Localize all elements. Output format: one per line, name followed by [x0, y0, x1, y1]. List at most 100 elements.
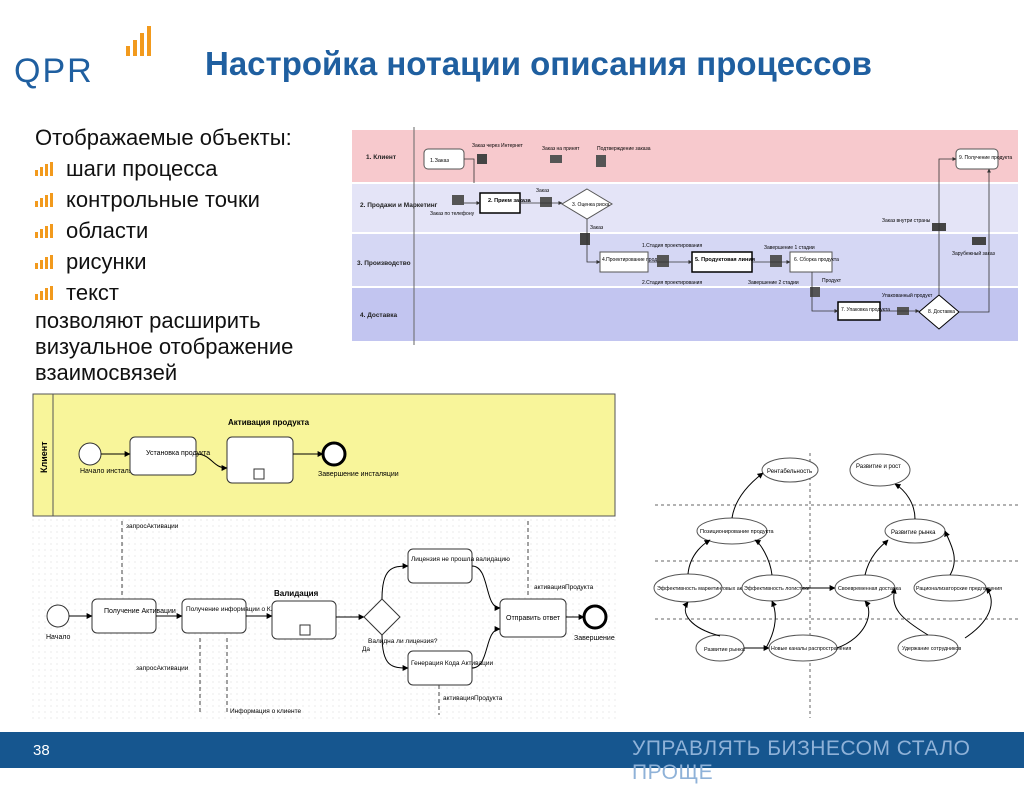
- bars-bullet-icon: [35, 254, 57, 269]
- svg-text:Начало инсталяции QPR: Начало инсталяции QPR: [80, 468, 161, 475]
- lane-sales: [352, 184, 1018, 232]
- svg-text:Генерация Кода Активации: Генерация Кода Активации: [411, 660, 493, 667]
- svg-text:Заказ: Заказ: [590, 225, 604, 231]
- svg-text:1.Заказ: 1.Заказ: [430, 158, 449, 164]
- svg-text:запросАктивации: запросАктивации: [126, 523, 179, 530]
- phone-icon: [452, 195, 464, 205]
- svg-text:1.Стадия проектирования: 1.Стадия проектирования: [642, 243, 702, 249]
- subprocess-validation: [271, 600, 337, 640]
- lane-production: [352, 234, 1018, 286]
- svg-text:Рентабельность: Рентабельность: [767, 469, 812, 475]
- svg-text:Информация о клиенте: Информация о клиенте: [230, 708, 301, 715]
- svg-text:Продукт: Продукт: [822, 278, 842, 284]
- svg-text:2.Стадия проектирования: 2.Стадия проектирования: [642, 280, 702, 286]
- svg-text:Установка продукта: Установка продукта: [146, 450, 210, 457]
- qpr-logo: [14, 22, 164, 92]
- footer-slogan: УПРАВЛЯТЬ БИЗНЕСОМ СТАЛО ПРОЩЕ: [632, 737, 971, 784]
- svg-text:Рационализаторские предложения: Рационализаторские предложения: [916, 586, 1002, 592]
- task-send-reply: [499, 598, 567, 638]
- svg-text:Зарубежный заказ: Зарубежный заказ: [952, 250, 996, 257]
- svg-text:Завершение 1 стадии: Завершение 1 стадии: [764, 245, 815, 251]
- svg-text:активацияПродукта: активацияПродукта: [443, 695, 503, 702]
- list-item: текст: [35, 277, 345, 308]
- svg-text:3. Оценка риска: 3. Оценка риска: [572, 202, 610, 208]
- step-delivery: [918, 294, 960, 330]
- svg-text:Развитие и рост: Развитие и рост: [856, 464, 901, 470]
- svg-text:Начало: Начало: [46, 634, 70, 641]
- svg-text:запросАктивации: запросАктивации: [136, 665, 189, 672]
- task-generate-code: [407, 650, 473, 686]
- start-event-main: [46, 604, 70, 628]
- strategy-node: [761, 457, 819, 483]
- svg-text:Новые каналы распространения: Новые каналы распространения: [771, 646, 851, 652]
- computer-icon: [477, 154, 487, 164]
- svg-text:Упакованный продукт: Упакованный продукт: [882, 292, 933, 299]
- svg-text:Активация продукта: Активация продукта: [228, 418, 310, 427]
- bars-bullet-icon: [35, 223, 57, 238]
- start-event: [78, 442, 102, 466]
- document-icon: [580, 233, 590, 245]
- lane-label: 4. Доставка: [360, 312, 397, 319]
- list-item: рисунки: [35, 246, 345, 277]
- lane-label: 1. Клиент: [366, 154, 396, 161]
- svg-text:Заказ внутри страны: Заказ внутри страны: [882, 218, 931, 224]
- list-item: шаги процесса: [35, 153, 345, 184]
- svg-text:Своевременная доставка: Своевременная доставка: [838, 586, 901, 592]
- bars-bullet-icon: [35, 161, 57, 176]
- bars-bullet-icon: [35, 192, 57, 207]
- svg-text:Заказ: Заказ: [536, 188, 550, 194]
- task-receive-activation: [91, 598, 157, 634]
- svg-text:2. Прием заказа: 2. Прием заказа: [488, 198, 532, 204]
- svg-text:Отправить ответ: Отправить ответ: [506, 615, 561, 622]
- svg-text:5. Продуктовая линия: 5. Продуктовая линия: [695, 257, 755, 263]
- svg-text:Заказ по телефону: Заказ по телефону: [430, 211, 475, 217]
- svg-text:Эффективность маркетинговых ак: Эффективность маркетинговых акций: [657, 585, 751, 592]
- bars-bullet-icon: [35, 285, 57, 300]
- tools-icon: [657, 255, 669, 267]
- slide-title: Настройка нотации описания процессов: [205, 45, 872, 82]
- svg-text:8. Доставка: 8. Доставка: [928, 309, 955, 315]
- document-icon: [596, 155, 606, 167]
- bpmn-diagram: Клиент Начало инсталяции QPR Установка п…: [32, 393, 616, 723]
- objects-heading: Отображаемые объекты:: [35, 125, 292, 150]
- svg-text:Эффективность логистики: Эффективность логистики: [744, 586, 810, 592]
- logo-text: QPR: [14, 52, 94, 90]
- svg-text:Позиционирование продукта: Позиционирование продукта: [700, 529, 775, 535]
- svg-text:4.Проектирование продукта: 4.Проектирование продукта: [602, 257, 667, 263]
- list-item: области: [35, 215, 345, 246]
- list-item: контрольные точки: [35, 184, 345, 215]
- svg-text:Удержание сотрудников: Удержание сотрудников: [902, 646, 961, 652]
- lane-label: 3. Производство: [357, 260, 411, 267]
- svg-text:7. Упаковка продукта: 7. Упаковка продукта: [841, 307, 890, 313]
- svg-text:Завершение инсталяции: Завершение инсталяции: [318, 471, 399, 478]
- svg-text:Подтверждение заказа: Подтверждение заказа: [597, 146, 651, 152]
- svg-text:активацияПродукта: активацияПродукта: [534, 584, 594, 591]
- task-get-client-info: [181, 598, 247, 634]
- task-license-failed: [407, 548, 473, 584]
- end-event-main: [582, 604, 608, 630]
- strategy-node: [849, 453, 911, 487]
- svg-text:Развитие рынка: Развитие рынка: [891, 530, 936, 536]
- svg-text:Завершение: Завершение: [574, 635, 615, 642]
- svg-text:Заказ через Интернет: Заказ через Интернет: [472, 143, 524, 149]
- svg-text:Валидация: Валидация: [274, 589, 319, 598]
- plane-icon: [972, 237, 986, 245]
- objects-conclusion: позволяют расширить визуальное отображен…: [35, 308, 294, 385]
- objects-list: шаги процесса контрольные точки области …: [35, 153, 345, 308]
- pool-label: Клиент: [39, 441, 49, 473]
- svg-text:Получение Активации: Получение Активации: [104, 608, 176, 615]
- strategy-map: Рентабельность Развитие и рост Позициони…: [653, 453, 1020, 718]
- subprocess-activation: [226, 436, 294, 484]
- svg-text:Заказ на принят: Заказ на принят: [542, 146, 580, 152]
- svg-text:9. Получение продукта: 9. Получение продукта: [959, 155, 1012, 161]
- lane-label: 2. Продажи и Маркетинг: [360, 202, 438, 209]
- svg-text:Развитие рынка: Развитие рынка: [704, 647, 746, 653]
- svg-text:Завершение 2 стадии: Завершение 2 стадии: [748, 280, 799, 286]
- envelope-icon: [550, 155, 562, 163]
- objects-text-block: Отображаемые объекты: шаги процесса конт…: [35, 122, 345, 386]
- svg-text:6. Сборка продукта: 6. Сборка продукта: [794, 257, 839, 263]
- svg-text:Лицензия не прошла валидацию: Лицензия не прошла валидацию: [411, 556, 510, 563]
- logo-bars-icon: [126, 26, 151, 56]
- svg-text:Получение информации о Клиенте: Получение информации о Клиенте: [186, 606, 292, 613]
- swimlane-diagram: 1. Клиент 2. Продажи и Маркетинг 3. Прои…: [352, 127, 1018, 345]
